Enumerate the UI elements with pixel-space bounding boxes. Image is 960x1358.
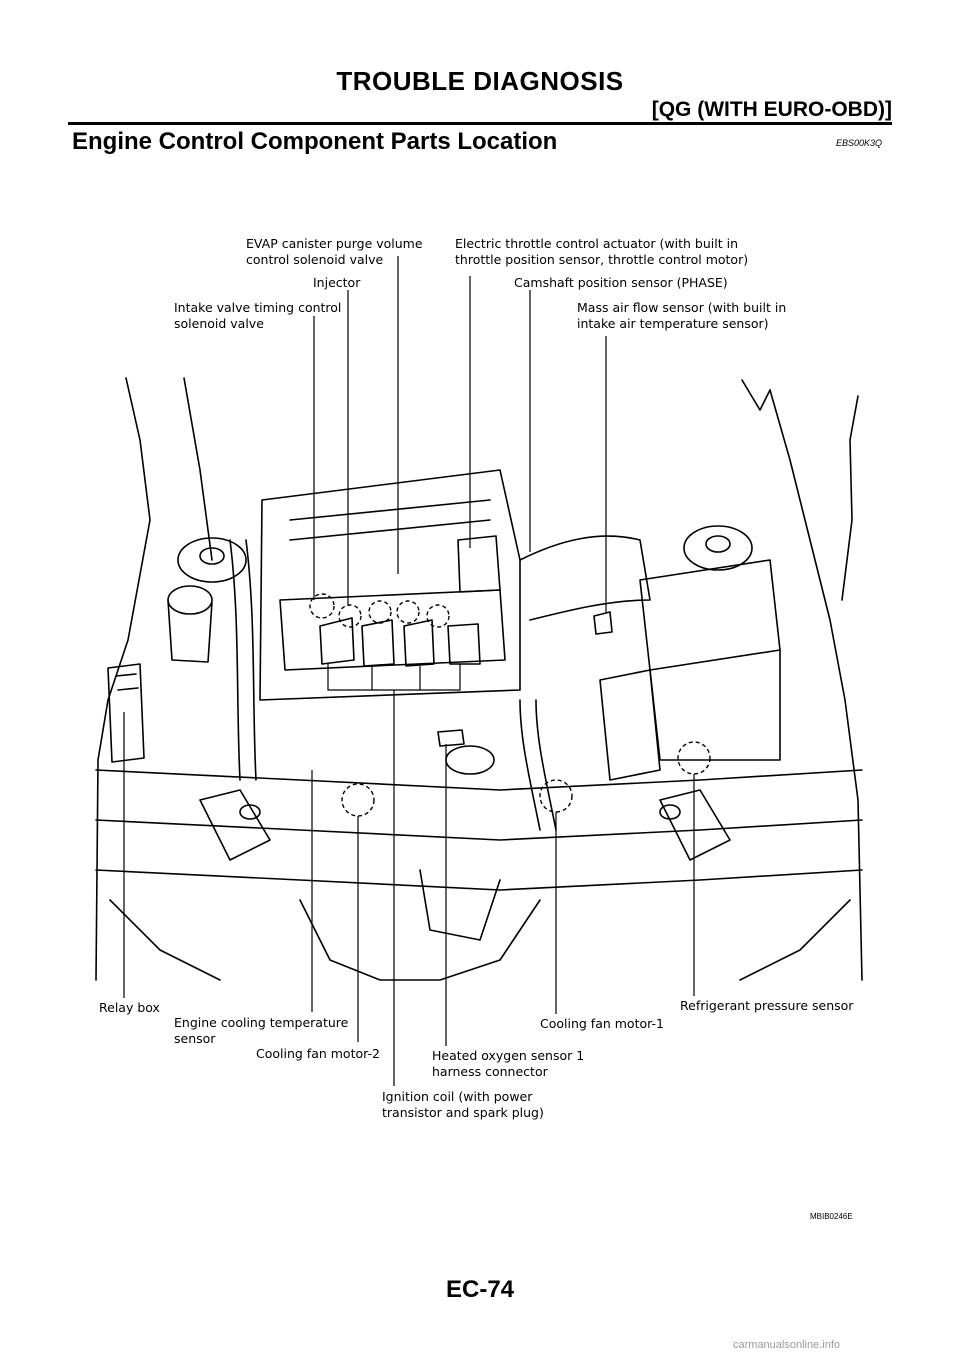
label-coolant-line2: sensor	[174, 1031, 216, 1046]
label-evap-line2: control solenoid valve	[246, 252, 384, 267]
body-right-outline	[769, 389, 863, 981]
label-refrigerant: Refrigerant pressure sensor	[680, 998, 854, 1013]
location-circle-2	[368, 600, 392, 624]
relay-box-shape	[107, 663, 145, 763]
label-coolant-line1: Engine cooling temperature	[174, 1015, 349, 1030]
intake-duct	[519, 535, 651, 621]
label-throttle-line2: throttle position sensor, throttle contr…	[455, 252, 749, 267]
lower-bracket-right	[659, 789, 731, 861]
label-evap-line1: EVAP canister purge volume	[246, 236, 423, 251]
battery	[599, 669, 661, 781]
right-rod	[841, 395, 859, 601]
label-maf-line2: intake air temperature sensor)	[577, 316, 769, 331]
lower-bracket-left	[199, 789, 271, 861]
label-fan2: Cooling fan motor-2	[256, 1046, 380, 1061]
footer-watermark[interactable]: carmanualsonline.info	[733, 1339, 841, 1351]
label-intake-line2: solenoid valve	[174, 316, 264, 331]
location-circle-intake	[309, 593, 335, 619]
engine-block	[259, 469, 521, 701]
figure-code: MBIB0246E	[810, 1212, 853, 1221]
label-injector: Injector	[313, 275, 361, 290]
left-strut-tower	[177, 537, 247, 583]
location-circle-fan1	[539, 779, 573, 813]
throttle-body	[457, 535, 501, 593]
header-divider	[68, 122, 892, 125]
front-crossmember	[95, 769, 863, 791]
page-header-subtitle: [QG (WITH EURO-OBD)]	[651, 98, 892, 121]
ho2s-connector	[437, 729, 465, 747]
location-circle-4	[426, 604, 450, 628]
coil-1	[319, 617, 355, 665]
section-code: EBS00K3Q	[836, 138, 883, 148]
air-cleaner	[639, 559, 781, 671]
label-maf-line1: Mass air flow sensor (with built in	[577, 300, 787, 315]
label-throttle-line1: Electric throttle control actuator (with…	[455, 236, 738, 251]
hose-center	[519, 699, 541, 831]
location-circle-1	[338, 604, 362, 628]
reservoir	[167, 585, 213, 615]
page-header-title: TROUBLE DIAGNOSIS	[336, 66, 624, 96]
label-camshaft: Camshaft position sensor (PHASE)	[514, 275, 728, 290]
label-relay-box: Relay box	[99, 1000, 160, 1015]
ignition-bracket	[327, 664, 461, 691]
location-circle-refrig	[677, 741, 711, 775]
label-ho2s-line1: Heated oxygen sensor 1	[432, 1048, 585, 1063]
page-number: EC-74	[445, 1276, 515, 1303]
hood-stay	[183, 377, 213, 561]
body-left-outline	[95, 377, 151, 981]
label-ignition-line2: transistor and spark plug)	[382, 1105, 544, 1120]
coil-4	[447, 623, 481, 665]
right-fender-cap	[741, 379, 771, 411]
location-circle-fan2	[341, 783, 375, 817]
section-title: Engine Control Component Parts Location	[72, 128, 558, 155]
maf-connector	[593, 611, 613, 635]
label-ho2s-line2: harness connector	[432, 1064, 548, 1079]
hose-left	[229, 539, 241, 781]
coil-3	[403, 619, 435, 667]
label-fan1: Cooling fan motor-1	[540, 1016, 664, 1031]
right-strut-tower	[683, 525, 753, 571]
location-circle-3	[396, 600, 420, 624]
coil-2	[361, 619, 395, 667]
label-ignition-line1: Ignition coil (with power	[382, 1089, 533, 1104]
label-intake-line1: Intake valve timing control	[174, 300, 342, 315]
